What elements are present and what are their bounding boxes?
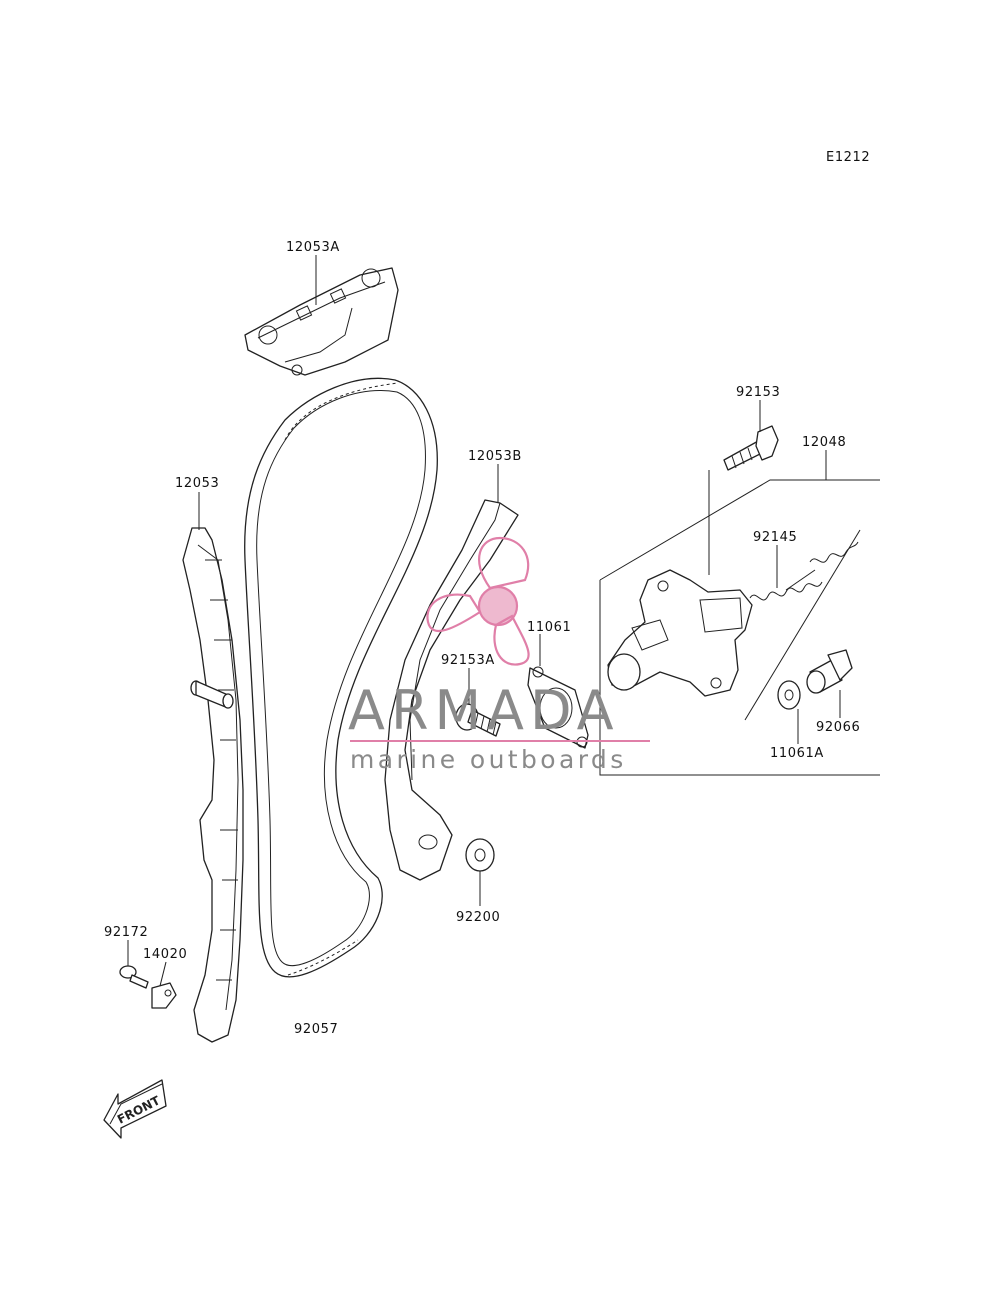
- label-92153: 92153: [736, 385, 780, 400]
- label-92172: 92172: [104, 925, 148, 940]
- label-12053: 12053: [175, 476, 219, 491]
- gasket-11061: [527, 666, 589, 749]
- bolt-92153a: [455, 703, 501, 737]
- label-92066: 92066: [816, 720, 860, 735]
- upper-chain-guide: [244, 267, 399, 376]
- label-12053a: 12053A: [286, 240, 340, 255]
- label-92153a: 92153A: [441, 653, 495, 668]
- watermark-brand: ARMADA: [348, 679, 620, 742]
- plug-92066: [806, 649, 853, 694]
- front-arrow-icon: FRONT: [103, 1079, 167, 1139]
- label-12048: 12048: [802, 435, 846, 450]
- clamp-14020: [151, 982, 177, 1009]
- tensioner-body: [607, 569, 753, 697]
- label-12053b: 12053B: [468, 449, 522, 464]
- bolt-92172: [119, 965, 149, 989]
- diagram-code: E1212: [826, 150, 870, 165]
- label-11061a: 11061A: [770, 746, 824, 761]
- label-92057: 92057: [294, 1022, 338, 1037]
- label-92200: 92200: [456, 910, 500, 925]
- watermark-tagline: marine outboards: [350, 745, 627, 774]
- propeller-logo-icon: [426, 536, 530, 666]
- part-labels: 12053A 12053 12053B 92153 12048 92145 11…: [104, 240, 860, 1037]
- spring-92145: [749, 541, 859, 601]
- front-chain-guide: [384, 499, 519, 881]
- label-92145: 92145: [753, 530, 797, 545]
- washer-92200: [465, 838, 495, 872]
- bolt-92153: [723, 425, 779, 471]
- tensioner-assembly-box: [599, 479, 880, 776]
- leader-lines: [127, 255, 841, 987]
- washer-11061a: [777, 680, 801, 710]
- label-14020: 14020: [143, 947, 187, 962]
- armada-watermark: ARMADA marine outboards: [348, 536, 650, 774]
- label-11061: 11061: [527, 620, 571, 635]
- rear-chain-guide: [182, 527, 244, 1043]
- cam-chain: [244, 377, 438, 978]
